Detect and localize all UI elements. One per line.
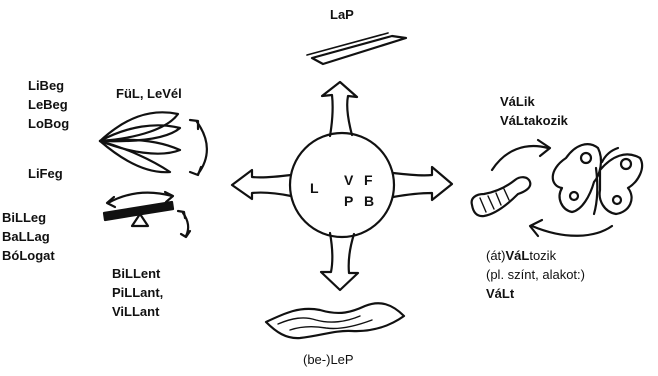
word-pillant: PiLLant, (112, 285, 164, 300)
word-valtakozik-root: VáL (500, 113, 524, 128)
caterpillar-shape (470, 176, 532, 218)
center-circle (288, 131, 396, 239)
left-bottom-words: BiLLeg BaLLag BóLogat (2, 208, 55, 265)
transform-arrow-bottom (530, 224, 614, 237)
word-lobog: LoBog (28, 116, 70, 131)
center-letter-v: V (344, 172, 354, 188)
word-lebeg: LeBeg (28, 97, 68, 112)
bottom-label: (be-)LeP (303, 351, 354, 369)
word-libeg: LiBeg (28, 78, 65, 93)
word-atvaltozik-root: VáL (505, 248, 530, 263)
word-valt-suffix: t (509, 286, 515, 301)
arrow-down (319, 231, 360, 292)
word-valtakozik-suffix: takozik (523, 113, 568, 128)
arrow-up (320, 80, 359, 138)
center-letter-l: L (310, 180, 319, 196)
word-valt: VáLt (486, 284, 585, 303)
word-valik: VáLik (500, 92, 568, 111)
leaf-fan-shape (98, 111, 180, 143)
word-bologat: BóLogat (2, 248, 55, 263)
word-ballag: BaLLag (2, 229, 50, 244)
word-valik-suffix: ik (523, 94, 535, 109)
flat-plate-shape (310, 34, 408, 66)
fan-caption: FüL, LeVél (116, 86, 182, 101)
butterfly-shape (551, 143, 603, 214)
flap-shape (264, 302, 406, 340)
seesaw-caption: BiLLent PiLLant, ViLLant (112, 264, 163, 321)
transform-arrow-top (490, 144, 550, 172)
right-top-words: VáLik VáLtakozik (500, 92, 568, 130)
word-atvaltozik-prefix: (át) (486, 248, 506, 263)
center-letter-p: P (344, 193, 354, 209)
word-valik-root: VáL (500, 94, 524, 109)
note-szint-alakot: (pl. színt, alakot:) (486, 267, 585, 282)
word-atvaltozik-suffix: tozik (529, 248, 557, 263)
word-atvaltozik: (át)VáLtozik (486, 246, 585, 265)
word-lifeg: LiFeg (28, 166, 63, 181)
arrow-left (230, 168, 293, 201)
left-top-words: LiBeg LeBeg LoBog (28, 76, 69, 133)
center-letter-f: F (364, 172, 373, 188)
word-valt-root: VáL (486, 286, 510, 301)
word-billeg: BiLLeg (2, 210, 47, 225)
word-villant: ViLLant (112, 304, 160, 319)
top-label: LaP (330, 7, 354, 22)
center-letter-b: B (364, 193, 375, 209)
arrow-right (391, 165, 454, 202)
seesaw-shape (102, 200, 175, 222)
right-bottom-words: (át)VáLtozik (pl. színt, alakot:) VáLt (486, 246, 585, 303)
word-billent: BiLLent (112, 266, 161, 281)
bottom-label-text: (be-)LeP (303, 352, 354, 367)
word-valtakozik: VáLtakozik (500, 111, 568, 130)
